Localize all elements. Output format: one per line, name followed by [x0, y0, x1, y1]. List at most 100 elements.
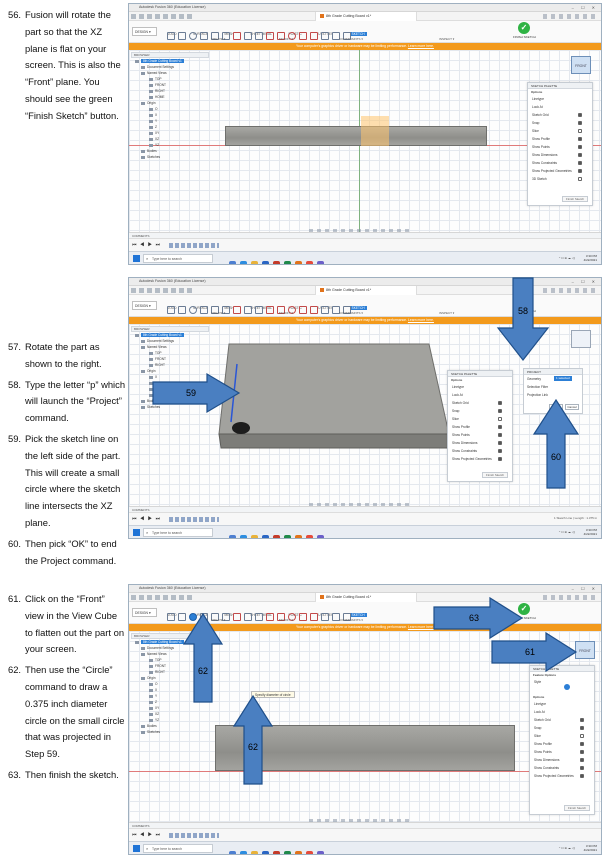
- browser-origin-o[interactable]: O: [131, 681, 209, 687]
- coincident-icon[interactable]: [266, 32, 274, 40]
- select-icon[interactable]: [343, 32, 351, 40]
- browser-root[interactable]: 8th Grade Cutting Board v1: [131, 58, 209, 64]
- browser-view-right[interactable]: RIGHT: [131, 362, 209, 368]
- mirror-tool-icon[interactable]: [255, 32, 263, 40]
- checkbox[interactable]: [498, 417, 502, 421]
- tab-sheet-metal[interactable]: SHEET METAL: [250, 613, 273, 617]
- timeline-items[interactable]: [169, 243, 219, 248]
- feature-options-header[interactable]: Feature Options: [533, 673, 557, 677]
- constraints-menu[interactable]: CONSTRAINTS ▾: [339, 37, 363, 41]
- browser-view-home[interactable]: HOME: [131, 94, 209, 100]
- project-cancel-button[interactable]: Cancel: [565, 404, 579, 410]
- browser-view-front[interactable]: FRONT: [131, 663, 209, 669]
- browser-bodies[interactable]: Bodies: [131, 148, 209, 154]
- mirror-tool-icon[interactable]: [255, 306, 263, 314]
- browser-origin-x[interactable]: X: [131, 687, 209, 693]
- finish-sketch-button[interactable]: ✓ FINISH SKETCH: [513, 603, 536, 622]
- fusion-icon[interactable]: [295, 851, 302, 854]
- browser-document-settings[interactable]: Document Settings: [131, 645, 209, 651]
- browser-origin[interactable]: Origin: [131, 368, 209, 374]
- coincident-icon[interactable]: [266, 613, 274, 621]
- line-tool-icon[interactable]: [167, 306, 175, 314]
- rotated-part-view[interactable]: [129, 324, 602, 514]
- inspect-menu[interactable]: INSPECT ▾: [439, 37, 455, 41]
- account-icons[interactable]: [543, 288, 597, 293]
- tab-solid[interactable]: SOLID: [167, 613, 177, 617]
- workspace-dropdown[interactable]: DESIGN ▾: [132, 27, 157, 36]
- browser-sketches[interactable]: Sketches: [131, 404, 209, 410]
- fix-icon[interactable]: [299, 613, 307, 621]
- collinear-icon[interactable]: [277, 32, 285, 40]
- palette-finish-sketch-button[interactable]: Finish Sketch: [563, 805, 590, 811]
- browser-origin-z[interactable]: Z: [131, 124, 209, 130]
- learn-more-link[interactable]: Learn more here.: [407, 625, 434, 629]
- document-tab[interactable]: 8th Grade Cutting Board v1*: [315, 286, 417, 295]
- checkbox[interactable]: [580, 718, 584, 722]
- fix-icon[interactable]: [299, 306, 307, 314]
- line-tool-icon[interactable]: [167, 32, 175, 40]
- browser-plane-yz[interactable]: YZ: [131, 142, 209, 148]
- system-tray[interactable]: ^ ⊡ ⊕ ☁ ◁): [558, 530, 575, 534]
- browser-document-settings[interactable]: Document Settings: [131, 64, 209, 70]
- navigation-bar[interactable]: [309, 229, 409, 234]
- excel-icon[interactable]: [284, 535, 291, 538]
- checkbox[interactable]: [580, 734, 584, 738]
- timeline-controls[interactable]: ⏮ ◀ ▶ ⏭: [132, 832, 162, 838]
- task-view-icon[interactable]: [229, 851, 236, 854]
- chrome-icon[interactable]: [306, 535, 313, 538]
- browser-origin[interactable]: Origin: [131, 100, 209, 106]
- powerpoint-icon[interactable]: [273, 535, 280, 538]
- checkbox[interactable]: [580, 774, 584, 778]
- tab-utilities[interactable]: UTILITIES: [318, 306, 334, 310]
- comments-bar[interactable]: COMMENTS: [129, 506, 601, 512]
- learn-more-link[interactable]: Learn more here.: [407, 318, 434, 322]
- concentric-icon[interactable]: [288, 32, 296, 40]
- tab-utilities[interactable]: UTILITIES: [318, 32, 334, 36]
- checkbox[interactable]: [580, 742, 584, 746]
- insert-icon[interactable]: [332, 32, 340, 40]
- checkbox[interactable]: [578, 137, 582, 141]
- browser-view-right[interactable]: RIGHT: [131, 669, 209, 675]
- chrome-icon[interactable]: [306, 261, 313, 264]
- browser-origin-z[interactable]: Z: [131, 699, 209, 705]
- word-icon[interactable]: [262, 851, 269, 854]
- checkbox[interactable]: [498, 449, 502, 453]
- offset-tool-icon[interactable]: [244, 32, 252, 40]
- circle-tool-icon[interactable]: [189, 613, 197, 621]
- browser-root[interactable]: 8th Grade Cutting Board v1: [131, 332, 209, 338]
- windows-start-icon[interactable]: [133, 255, 140, 262]
- arc-tool-icon[interactable]: [200, 32, 208, 40]
- browser-plane-xz[interactable]: XZ: [131, 711, 209, 717]
- checkbox[interactable]: [578, 121, 582, 125]
- concentric-icon[interactable]: [288, 613, 296, 621]
- tab-sheet-metal[interactable]: SHEET METAL: [250, 306, 273, 310]
- account-icons[interactable]: [543, 595, 597, 600]
- view-cube[interactable]: FRONT: [571, 56, 591, 74]
- insert-icon[interactable]: [332, 306, 340, 314]
- system-tray[interactable]: ^ ⊡ ⊕ ☁ ◁): [558, 846, 575, 850]
- modify-menu[interactable]: MODIFY ▾: [279, 311, 293, 315]
- excel-icon[interactable]: [284, 261, 291, 264]
- line-tool-icon[interactable]: [167, 613, 175, 621]
- offset-tool-icon[interactable]: [244, 306, 252, 314]
- checkbox[interactable]: [498, 409, 502, 413]
- window-controls[interactable]: – ☐ ✕: [571, 279, 598, 284]
- polygon-tool-icon[interactable]: [211, 32, 219, 40]
- browser-bodies[interactable]: Bodies: [131, 398, 209, 404]
- browser-origin[interactable]: Origin: [131, 675, 209, 681]
- canvas-viewport[interactable]: BROWSER 8th Grade Cutting Board v1 Docum…: [129, 50, 601, 238]
- timeline-items[interactable]: [169, 833, 219, 838]
- fillet-tool-icon[interactable]: [222, 613, 230, 621]
- document-tab[interactable]: 8th Grade Cutting Board v1*: [315, 593, 417, 602]
- checkbox[interactable]: [498, 425, 502, 429]
- select-icon[interactable]: [343, 306, 351, 314]
- windows-start-icon[interactable]: [133, 845, 140, 852]
- learn-more-link[interactable]: Learn more here.: [407, 44, 434, 48]
- center-diameter-circle-icon[interactable]: [564, 684, 570, 690]
- polygon-tool-icon[interactable]: [211, 306, 219, 314]
- checkbox[interactable]: [578, 153, 582, 157]
- browser-named-views[interactable]: Named Views: [131, 651, 209, 657]
- view-cube-face[interactable]: FRONT: [575, 64, 587, 68]
- mirror-tool-icon[interactable]: [255, 613, 263, 621]
- browser-origin-x[interactable]: X: [131, 112, 209, 118]
